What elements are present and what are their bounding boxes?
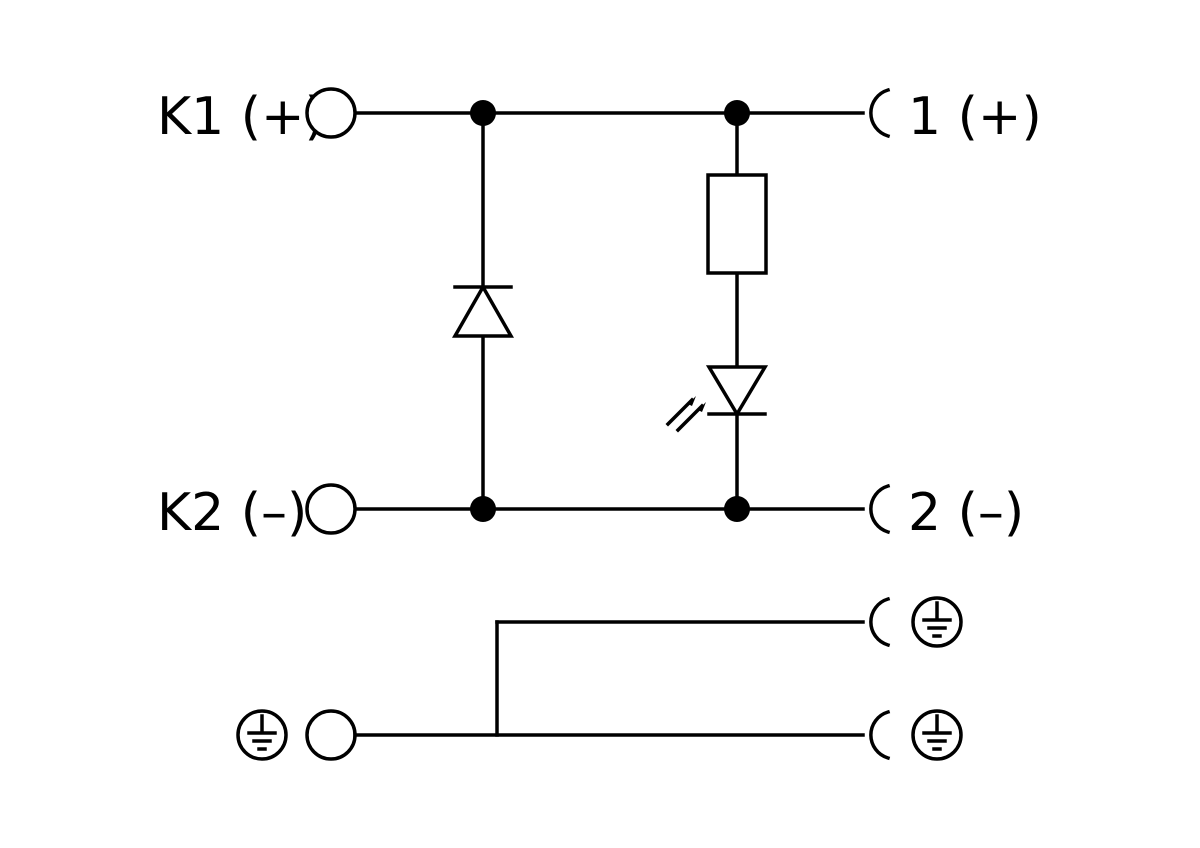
label-k2: K2 (–) <box>157 483 307 543</box>
socket-out1 <box>869 87 891 139</box>
diode-icon <box>451 283 515 338</box>
label-k1: K1 (+) <box>157 87 325 147</box>
socket-ground-2 <box>869 709 891 761</box>
ground-icon <box>236 709 288 761</box>
terminal-k2 <box>305 483 357 535</box>
socket-ground-1 <box>869 596 891 648</box>
terminal-k1 <box>305 87 357 139</box>
ground-icon <box>911 596 963 648</box>
junction-dot <box>470 100 496 126</box>
socket-out2 <box>869 483 891 535</box>
terminal-ground-left <box>305 709 357 761</box>
label-out2: 2 (–) <box>908 483 1024 543</box>
junction-dot <box>724 496 750 522</box>
junction-dot <box>724 100 750 126</box>
ground-icon <box>911 709 963 761</box>
resistor-icon <box>706 173 768 275</box>
led-icon <box>665 365 769 433</box>
junction-dot <box>470 496 496 522</box>
label-out1: 1 (+) <box>908 87 1042 147</box>
